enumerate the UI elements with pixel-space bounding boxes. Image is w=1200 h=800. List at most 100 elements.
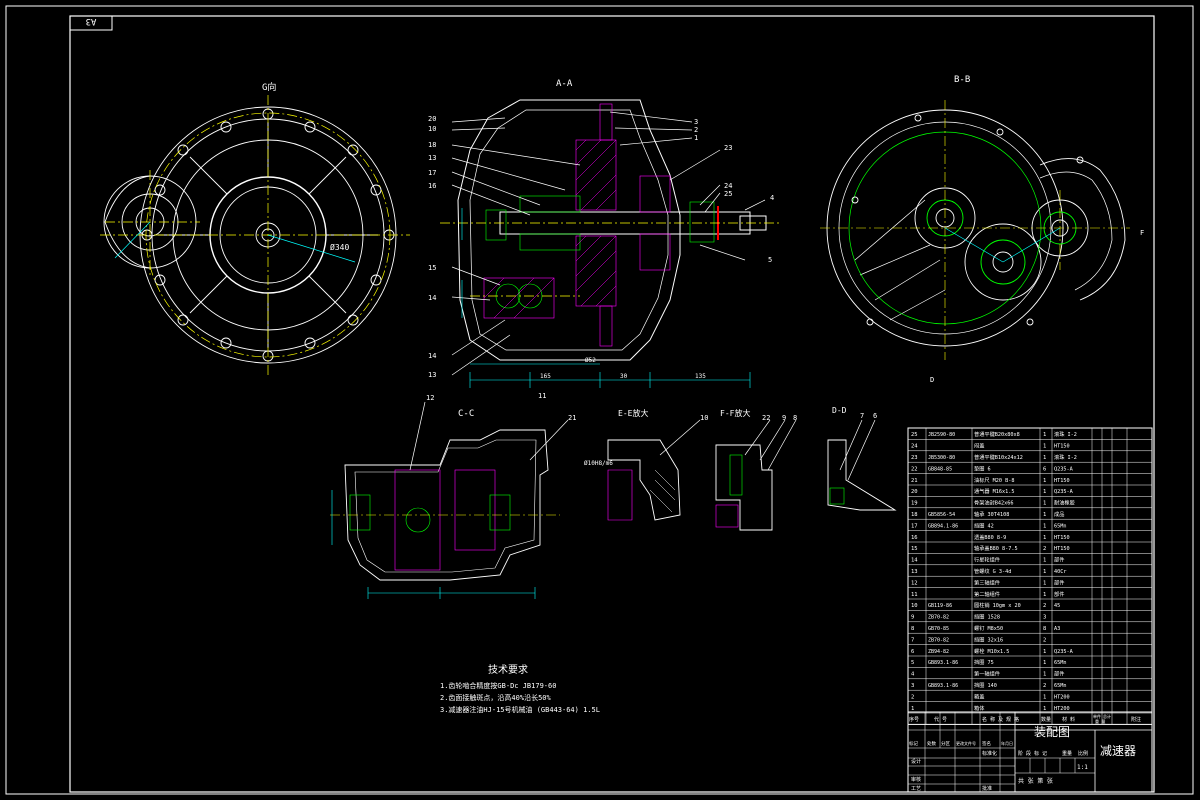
- section-d-label: D-D: [832, 406, 847, 415]
- drawing-title: 装配图: [1034, 725, 1070, 739]
- scale-value: 1:1: [1077, 764, 1088, 771]
- part-name: 挡圈 32x16: [974, 635, 1003, 643]
- part-number: 4: [911, 672, 915, 678]
- corner-code-box: [69, 15, 113, 31]
- part-material: Q235-A: [1054, 489, 1074, 495]
- part-number: 24: [911, 444, 918, 450]
- part-name: 轴承盖B80 8-7.5: [974, 544, 1018, 552]
- svg-text:3: 3: [694, 118, 698, 126]
- tech-req-item: 2.齿面接触斑点，沿高40%沿长50%: [440, 693, 552, 702]
- part-name: 箱体: [974, 704, 985, 712]
- part-code: ZB94-82: [928, 649, 949, 655]
- part-qty: 1: [1043, 694, 1046, 700]
- part-number: 25: [911, 432, 918, 438]
- part-qty: 6: [1043, 466, 1046, 472]
- svg-text:20: 20: [428, 115, 436, 123]
- part-number: 1: [911, 706, 914, 712]
- part-number: 19: [911, 501, 918, 507]
- part-number: 23: [911, 455, 918, 461]
- svg-text:Ø52: Ø52: [585, 357, 596, 364]
- part-material: Q235-A: [1054, 649, 1074, 655]
- part-material: 成品: [1054, 510, 1064, 518]
- part-qty: 1: [1043, 535, 1046, 541]
- part-code: GB848-85: [928, 466, 952, 472]
- part-name: 螺栓 M10x1.5: [974, 647, 1009, 655]
- part-name: 管螺纹 G 3-4d: [974, 567, 1011, 575]
- stage-header: 阶 段 标 记: [1018, 750, 1047, 757]
- part-number: 15: [911, 546, 918, 552]
- part-material: 65Mn: [1054, 683, 1067, 689]
- svg-text:11: 11: [538, 392, 546, 400]
- part-qty: 1: [1043, 455, 1046, 461]
- part-qty: 1: [1043, 523, 1046, 529]
- part-number: 8: [911, 626, 914, 632]
- header-total: 总计: [1103, 713, 1111, 719]
- part-number: 21: [911, 478, 918, 484]
- svg-text:21: 21: [568, 414, 576, 422]
- part-code: GB894.1-86: [928, 523, 958, 529]
- part-number: 5: [911, 660, 914, 666]
- part-name: 圆柱销 10gm x 20: [974, 601, 1021, 609]
- svg-text:12: 12: [426, 394, 434, 402]
- part-material: HT150: [1054, 535, 1070, 541]
- part-material: A3: [1054, 626, 1060, 632]
- svg-text:165: 165: [540, 373, 551, 380]
- part-number: 3: [911, 683, 914, 689]
- weight-header: 重量: [1062, 750, 1072, 757]
- tech-requirements: 技术要求 1.齿轮啮合精度按GB-Dc JB179-60 2.齿面接触斑点，沿高…: [440, 663, 600, 714]
- part-name: 油标尺 M20 B-8: [974, 476, 1015, 484]
- part-code: JB5300-80: [928, 455, 955, 461]
- rev-zone: 分区: [941, 740, 950, 747]
- part-qty: 2: [1043, 603, 1046, 609]
- part-name: 透盖B80 8-9: [974, 533, 1006, 541]
- part-name: 第一轴组件: [974, 670, 1000, 678]
- section-c-label: C-C: [458, 409, 474, 419]
- part-number: 6: [911, 649, 914, 655]
- part-name: 挡圈 75: [974, 658, 994, 666]
- rev-sign: 签名: [982, 740, 991, 747]
- svg-text:4: 4: [770, 194, 774, 202]
- part-material: 40Cr: [1054, 569, 1067, 575]
- part-qty: 1: [1043, 501, 1046, 507]
- part-code: JB2590-80: [928, 432, 955, 438]
- part-name: 骨架油封B42x66: [974, 499, 1014, 507]
- part-qty: 1: [1043, 580, 1046, 586]
- part-material: 部件: [1054, 556, 1064, 564]
- svg-text:7: 7: [860, 412, 864, 420]
- part-qty: 1: [1043, 592, 1046, 598]
- svg-text:18: 18: [428, 141, 436, 149]
- view-section-a: A-A: [428, 79, 780, 400]
- outer-border: [5, 5, 1194, 795]
- svg-text:10: 10: [700, 414, 708, 422]
- part-qty: 1: [1043, 478, 1046, 484]
- part-material: 45: [1054, 603, 1060, 609]
- part-number: 22: [911, 466, 918, 472]
- part-material: 65Mn: [1054, 523, 1067, 529]
- scale-header: 比例: [1078, 750, 1088, 757]
- part-qty: 1: [1043, 432, 1046, 438]
- svg-text:135: 135: [695, 373, 706, 380]
- part-name: 普通平键B20x80x8: [974, 430, 1020, 438]
- part-number: 18: [911, 512, 918, 518]
- svg-text:30: 30: [620, 373, 628, 380]
- part-number: 16: [911, 535, 918, 541]
- role-process: 工艺: [911, 786, 921, 792]
- part-qty: 1: [1043, 649, 1046, 655]
- svg-text:25: 25: [724, 190, 732, 198]
- part-number: 2: [911, 694, 914, 700]
- part-qty: 1: [1043, 558, 1046, 564]
- svg-text:23: 23: [724, 144, 732, 152]
- part-material: HT150: [1054, 478, 1070, 484]
- part-qty: 3: [1043, 615, 1046, 621]
- svg-text:8: 8: [793, 414, 797, 422]
- header-no: 序号: [909, 716, 919, 723]
- svg-text:13: 13: [428, 371, 436, 379]
- part-name: 第三轴组件: [974, 578, 1000, 586]
- header-remark: 附注: [1131, 716, 1141, 723]
- part-qty: 2: [1043, 683, 1046, 689]
- svg-text:1: 1: [694, 134, 698, 142]
- part-qty: 1: [1043, 569, 1046, 575]
- header-code: 代 号: [934, 716, 947, 723]
